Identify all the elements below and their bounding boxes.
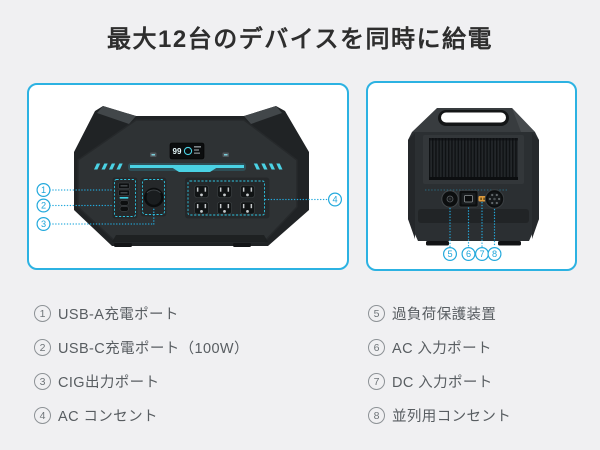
chevron-stripes-left (94, 163, 123, 170)
legend-item-dc-input: 7 DC 入力ポート (368, 373, 511, 391)
usb-c-port (119, 200, 129, 206)
callout-5-circle (442, 247, 457, 262)
ac-outlets (194, 185, 255, 215)
battery-display: 99 (150, 142, 229, 160)
legend-item-usb-c: 2 USB-C充電ポート（100W） (34, 339, 249, 357)
legend-item-ac-input: 6 AC 入力ポート (368, 339, 511, 357)
legend-item-parallel: 8 並列用コンセント (368, 407, 512, 425)
legend-badge-8: 8 (368, 407, 385, 424)
legend-label-dc-input: DC 入力ポート (392, 375, 493, 391)
legend-left-column: 1 USB-A充電ポート 2 USB-C充電ポート（100W） 3 CIG出力ポ… (34, 305, 249, 441)
legend-badge-3: 3 (34, 373, 51, 390)
legend-item-overload: 5 過負荷保護装置 (368, 305, 511, 323)
callout-8-circle (487, 247, 502, 262)
callout-1-circle (36, 182, 51, 197)
parallel-connector-port (484, 189, 505, 209)
legend-right-column: 5 過負荷保護装置 6 AC 入力ポート 7 DC 入力ポート 8 並列用コンセ… (368, 305, 511, 441)
callout-4-circle (328, 192, 343, 207)
legend-label-usb-c: USB-C充電ポート（100W） (58, 341, 249, 357)
callout-2-circle (36, 198, 51, 213)
battery-percent-value: 99 (173, 147, 182, 156)
legend-item-cig: 3 CIG出力ポート (34, 373, 249, 391)
callout-7-number: 7 (479, 249, 484, 259)
back-view-card: 5 6 7 8 (366, 81, 577, 271)
legend-badge-7: 7 (368, 373, 385, 390)
callout-5-number: 5 (447, 249, 452, 259)
front-callouts: 1 2 3 4 (36, 182, 343, 232)
callout-6-circle (461, 247, 476, 262)
legend-label-ac-input: AC 入力ポート (392, 341, 492, 357)
foot (498, 241, 521, 246)
callout-1-number: 1 (41, 185, 46, 195)
legend-badge-2: 2 (34, 339, 51, 356)
chevron-stripes-right (253, 163, 283, 170)
callout-8-number: 8 (492, 249, 497, 259)
legend-label-ac-outlet: AC コンセント (58, 409, 158, 425)
legend-label-overload: 過負荷保護装置 (392, 307, 497, 323)
recessed-groove (418, 209, 529, 223)
page-title: 最大12台のデバイスを同時に給電 (107, 26, 493, 53)
front-device-illustration: 99 (36, 106, 343, 247)
front-view-card: 99 (27, 83, 349, 270)
callout-4-number: 4 (332, 195, 337, 205)
legend-label-cig: CIG出力ポート (58, 375, 160, 391)
ac-outlet-panel (185, 177, 270, 219)
left-handle (97, 106, 136, 124)
legend-label-parallel: 並列用コンセント (392, 409, 512, 425)
vent-grille (423, 135, 524, 184)
overload-protection-button (441, 190, 459, 208)
usb-port-panel (112, 177, 138, 219)
legend-item-ac-outlet: 4 AC コンセント (34, 407, 249, 425)
callout-3-circle (36, 217, 51, 232)
foot (233, 243, 251, 247)
legend-badge-6: 6 (368, 339, 385, 356)
dc-input-port (478, 196, 486, 202)
ac-input-port (458, 190, 479, 208)
legend-badge-1: 1 (34, 305, 51, 322)
legend-item-usb-a: 1 USB-A充電ポート (34, 305, 249, 323)
foot (114, 243, 132, 247)
usb-c-port (119, 206, 129, 212)
legend-badge-5: 5 (368, 305, 385, 322)
cig-port-panel (140, 177, 167, 217)
display-ring-icon (183, 146, 193, 156)
light-bar (94, 163, 283, 172)
back-callouts: 5 6 7 8 (442, 201, 502, 262)
callout-3-number: 3 (41, 219, 46, 229)
front-device-body (74, 106, 309, 247)
callout-6-number: 6 (466, 249, 471, 259)
legend-badge-4: 4 (34, 407, 51, 424)
right-handle (244, 106, 282, 124)
legend-label-usb-a: USB-A充電ポート (58, 307, 179, 323)
back-device-illustration: 5 6 7 8 (408, 108, 539, 262)
callout-2-number: 2 (41, 201, 46, 211)
foot (426, 241, 449, 246)
